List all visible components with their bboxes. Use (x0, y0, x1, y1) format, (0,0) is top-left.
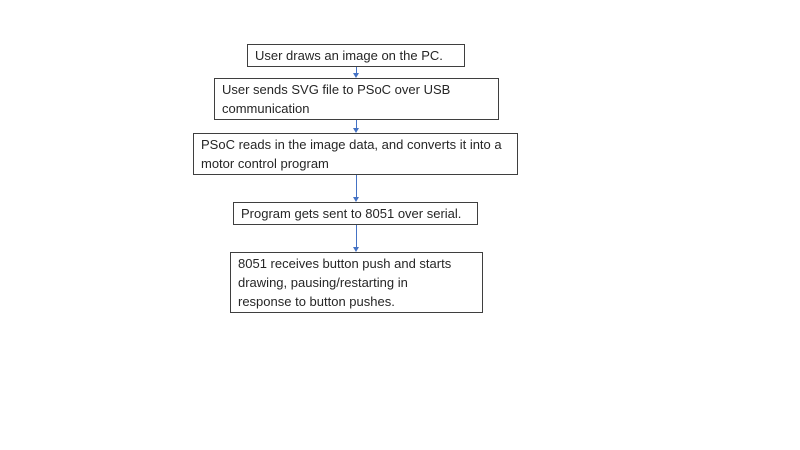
flow-arrow-4 (353, 225, 360, 252)
flow-arrow-2 (353, 120, 360, 133)
flowchart-step-8051-draws: 8051 receives button push and starts dra… (230, 252, 483, 313)
arrow-line (356, 225, 357, 248)
arrow-head-icon (353, 247, 359, 252)
arrow-head-icon (353, 197, 359, 202)
flow-arrow-3 (353, 175, 360, 202)
flowchart-step-send-8051: Program gets sent to 8051 over serial. (233, 202, 478, 225)
flowchart-step-psoc-converts: PSoC reads in the image data, and conver… (193, 133, 518, 175)
arrow-line (356, 67, 357, 74)
flowchart-step-send-svg: User sends SVG file to PSoC over USB com… (214, 78, 499, 120)
flowchart-step-user-draws: User draws an image on the PC. (247, 44, 465, 67)
arrow-head-icon (353, 73, 359, 78)
arrow-line (356, 175, 357, 198)
arrow-line (356, 120, 357, 129)
arrow-head-icon (353, 128, 359, 133)
flow-arrow-1 (353, 67, 360, 78)
